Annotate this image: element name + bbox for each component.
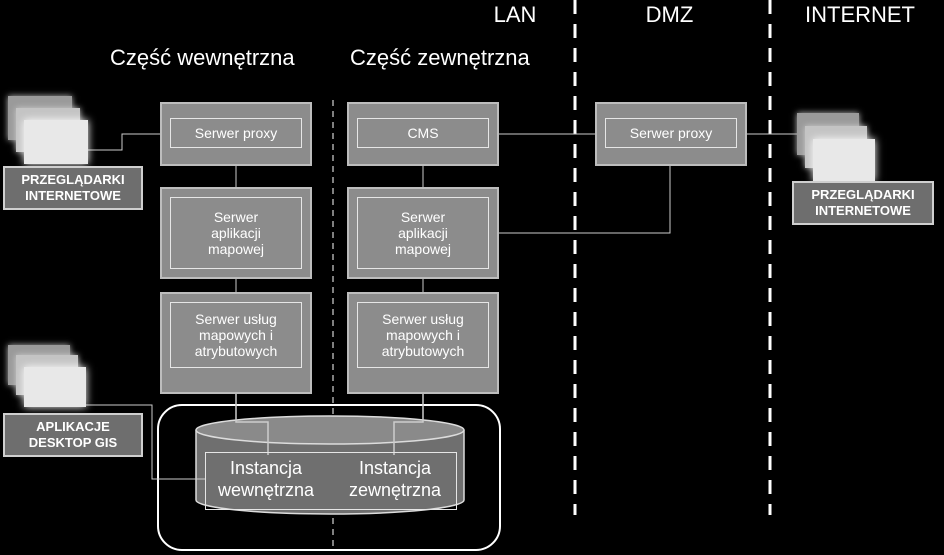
internal-services-label: Serwer usług mapowych i atrybutowych [170, 302, 302, 368]
external-cms-server: CMS [347, 102, 499, 166]
zone-label-dmz: DMZ [645, 2, 694, 27]
external-app-server-label: Serwer aplikacji mapowej [357, 197, 489, 269]
internal-app-server: Serwer aplikacji mapowej [160, 187, 312, 279]
link-ext-app-dmz-proxy [498, 166, 671, 234]
link-desktop-gis-db [80, 404, 205, 480]
browser-windows-icon-left [8, 96, 88, 166]
desktop-windows-icon [8, 345, 88, 410]
database-container [157, 404, 501, 551]
database-cylinder [195, 415, 465, 515]
internal-proxy-label: Serwer proxy [170, 118, 302, 148]
external-services-server: Serwer usług mapowych i atrybutowych [347, 292, 499, 394]
internal-app-server-label: Serwer aplikacji mapowej [170, 197, 302, 269]
part-label-internal: Część wewnętrzna [110, 45, 295, 70]
browsers-right-label: PRZEGLĄDARKI INTERNETOWE [792, 181, 934, 225]
dmz-proxy-label: Serwer proxy [605, 118, 737, 148]
link-browsers-left-proxy [80, 133, 162, 151]
external-services-label: Serwer usług mapowych i atrybutowych [357, 302, 489, 368]
link-ext-services-db [393, 393, 424, 455]
browser-windows-icon-right [797, 113, 877, 185]
external-cms-label: CMS [357, 118, 489, 148]
external-instance-label: Instancja zewnętrzna [348, 458, 442, 500]
desktop-gis-label: APLIKACJE DESKTOP GIS [3, 413, 143, 457]
zone-label-lan: LAN [493, 2, 537, 27]
zone-label-internet: INTERNET [805, 2, 915, 27]
database-instances-frame [205, 452, 457, 510]
link-int-services-db [235, 393, 269, 455]
internal-instance-label: Instancja wewnętrzna [217, 458, 315, 500]
external-app-server: Serwer aplikacji mapowej [347, 187, 499, 279]
dmz-proxy-server: Serwer proxy [595, 102, 747, 166]
part-label-external: Część zewnętrzna [350, 45, 530, 70]
browsers-left-label: PRZEGLĄDARKI INTERNETOWE [3, 166, 143, 210]
internal-proxy-server: Serwer proxy [160, 102, 312, 166]
internal-services-server: Serwer usług mapowych i atrybutowych [160, 292, 312, 394]
